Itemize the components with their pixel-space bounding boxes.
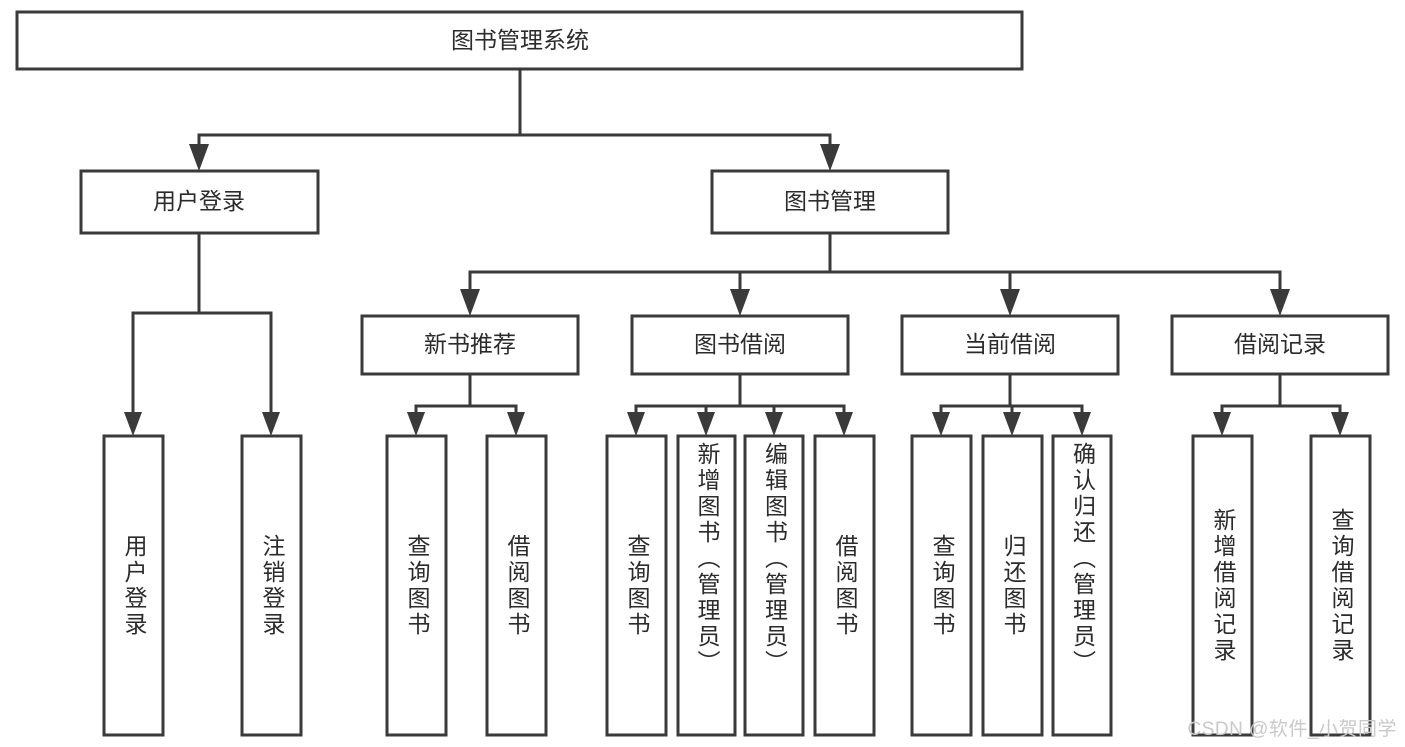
leaf-box-borrow-book[interactable] (813, 434, 876, 737)
connector-currentborrow-to-leafbus (939, 372, 1084, 408)
arrow-to-book-borrow-icon (730, 289, 750, 316)
arrow-to-current-borrow-icon (1000, 289, 1020, 316)
connector-borrowrecord-to-leafbus (1220, 372, 1342, 408)
node-current-borrow-box[interactable] (900, 314, 1120, 376)
arrow-to-leaf-query-book-borrow-icon (627, 412, 645, 436)
arrow-to-leaf-add-book-icon (697, 412, 715, 436)
node-book-manage-label: 图书管理 (784, 188, 876, 214)
arrow-to-leaf-query-book-rec-icon (407, 412, 425, 436)
arrow-to-leaf-query-record-icon (1331, 412, 1349, 436)
arrow-to-leaf-confirm-return-icon (1073, 412, 1091, 436)
leaf-box-group (102, 434, 1372, 737)
arrow-to-leaf-query-book-current-icon (932, 412, 950, 436)
node-root-box[interactable] (15, 10, 1024, 71)
node-current-borrow[interactable]: 当前借阅 (900, 314, 1120, 376)
leaf-box-edit-book[interactable] (743, 434, 805, 737)
leaf-box-add-book[interactable] (676, 434, 737, 737)
node-borrow-record-label: 借阅记录 (1234, 331, 1326, 357)
leaf-box-user-login[interactable] (102, 434, 165, 737)
node-borrow-record[interactable]: 借阅记录 (1170, 314, 1390, 376)
connector-root-to-bus (197, 67, 832, 137)
leaf-box-add-record[interactable] (1191, 434, 1254, 737)
arrow-to-leaf-borrow-book-icon (835, 412, 853, 436)
node-user-login[interactable]: 用户登录 (79, 169, 320, 235)
node-new-book-rec-label: 新书推荐 (424, 331, 516, 357)
node-user-login-box[interactable] (79, 169, 320, 235)
node-book-manage-box[interactable] (710, 169, 950, 235)
connector-bookborrow-to-leafbus (634, 372, 846, 408)
node-new-book-rec[interactable]: 新书推荐 (360, 314, 580, 376)
leaf-box-borrow-book-rec[interactable] (485, 434, 548, 737)
node-book-manage[interactable]: 图书管理 (710, 169, 950, 235)
connector-bookmanage-to-bus3 (468, 231, 1282, 274)
leaf-box-confirm-return[interactable] (1051, 434, 1113, 737)
node-borrow-record-box[interactable] (1170, 314, 1390, 376)
leaf-box-logout[interactable] (240, 434, 303, 737)
csdn-watermark: CSDN @软件_小贺同学 (1187, 719, 1397, 740)
arrow-to-leaf-edit-book-icon (765, 412, 783, 436)
leaf-box-query-book-current[interactable] (910, 434, 973, 737)
node-book-borrow[interactable]: 图书借阅 (630, 314, 850, 376)
arrow-to-borrow-record-icon (1270, 289, 1290, 316)
node-book-borrow-label: 图书借阅 (694, 331, 786, 357)
arrow-to-leaf-add-record-icon (1213, 412, 1231, 436)
node-root-label: 图书管理系统 (451, 27, 589, 53)
arrow-to-user-login-icon (189, 144, 209, 171)
arrow-to-new-book-rec-icon (460, 289, 480, 316)
arrow-to-leaf-return-book-icon (1003, 412, 1021, 436)
arrow-to-leaf-logout-icon (262, 412, 280, 436)
node-user-login-label: 用户登录 (153, 188, 245, 214)
node-root[interactable]: 图书管理系统 (15, 10, 1024, 71)
leaf-box-query-book-rec[interactable] (385, 434, 448, 737)
connector-userlogin-to-leafbus (131, 231, 273, 315)
connector-newbookrec-to-leafbus (414, 372, 518, 408)
arrow-to-book-manage-icon (820, 144, 840, 171)
arrow-to-leaf-user-login-icon (124, 412, 142, 436)
leaf-box-return-book[interactable] (981, 434, 1044, 737)
node-book-borrow-box[interactable] (630, 314, 850, 376)
arrow-to-leaf-borrow-book-rec-icon (507, 412, 525, 436)
arrowhead-group (124, 144, 1349, 436)
leaf-box-query-record[interactable] (1309, 434, 1372, 737)
node-current-borrow-label: 当前借阅 (964, 331, 1056, 357)
node-new-book-rec-box[interactable] (360, 314, 580, 376)
leaf-box-query-book-borrow[interactable] (605, 434, 668, 737)
